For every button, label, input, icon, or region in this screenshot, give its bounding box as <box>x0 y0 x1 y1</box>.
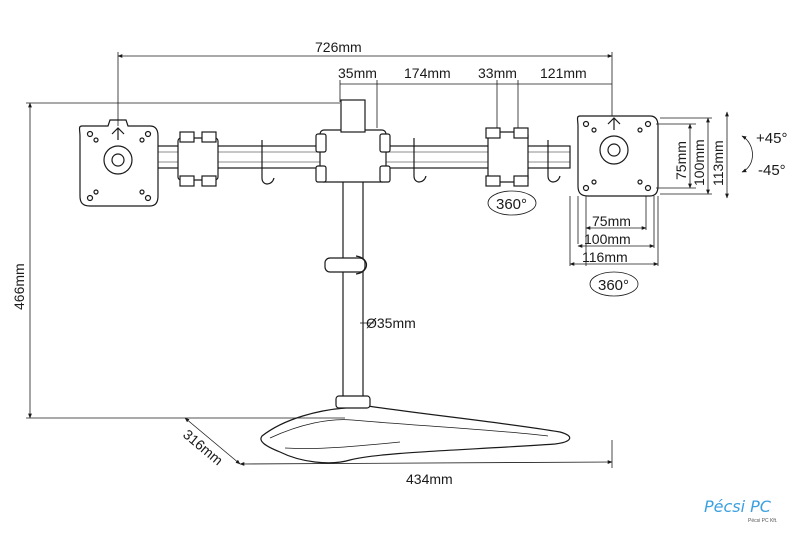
label-plate-height: 113mm <box>710 140 726 186</box>
right-cable-hook-2 <box>547 140 561 183</box>
left-joint <box>177 131 219 187</box>
label-vesa-v-small: 75mm <box>673 141 689 180</box>
brand-name: Pécsi PC <box>704 497 772 516</box>
center-clamp <box>315 99 391 183</box>
label-vesa-v-large: 100mm <box>691 139 707 186</box>
label-offset-right: 33mm <box>478 65 517 81</box>
right-cable-hook <box>413 138 427 183</box>
label-base-depth: 316mm <box>180 426 226 468</box>
label-vesa-h-large: 100mm <box>584 231 631 247</box>
label-arm-end: 121mm <box>540 65 587 81</box>
label-rotation-plate: 360° <box>598 277 629 294</box>
left-cable-hook <box>261 140 275 185</box>
label-pole-diameter: Ø35mm <box>366 315 416 331</box>
label-span-center: 174mm <box>404 65 451 81</box>
label-rotation-joint: 360° <box>496 196 527 213</box>
dimension-lines <box>26 52 753 468</box>
label-total-width: 726mm <box>315 39 362 55</box>
label-vesa-h-small: 75mm <box>592 213 631 229</box>
label-tilt-up: +45° <box>756 130 787 147</box>
right-joint <box>485 127 529 187</box>
base <box>260 405 571 464</box>
label-base-width: 434mm <box>406 471 453 487</box>
brand-sub: Pécsi PC Kft. <box>748 518 777 524</box>
right-vesa-plate <box>576 115 659 197</box>
label-tilt-down: -45° <box>758 162 786 179</box>
brand-logo: Pécsi PC Pécsi PC Kft. <box>704 497 777 524</box>
left-vesa-plate <box>78 119 159 207</box>
label-height: 466mm <box>11 263 27 310</box>
label-plate-width: 116mm <box>582 249 628 265</box>
label-offset-left: 35mm <box>338 65 377 81</box>
